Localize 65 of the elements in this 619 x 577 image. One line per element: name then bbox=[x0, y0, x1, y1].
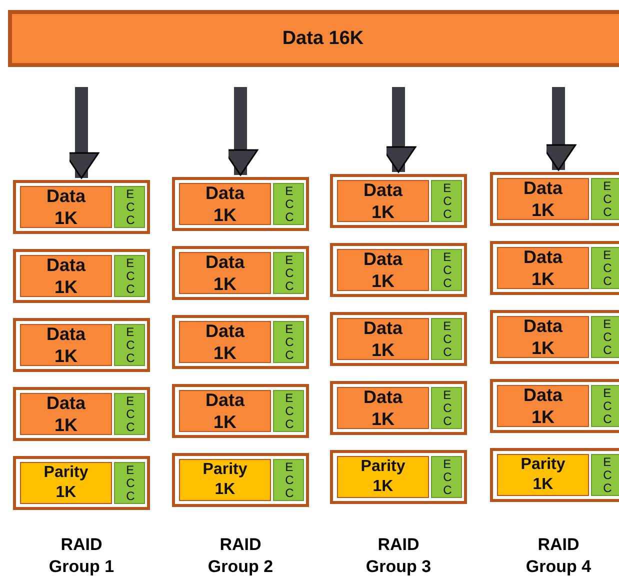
data-block: Data 1K bbox=[20, 255, 112, 297]
data-block: Data 1K bbox=[337, 249, 429, 291]
ecc-block: E C C bbox=[273, 252, 304, 294]
storage-block bbox=[490, 448, 619, 502]
ecc-block: E C C bbox=[114, 393, 145, 435]
data-block: Data 1K bbox=[179, 321, 271, 363]
ecc-block: E C C bbox=[273, 390, 304, 432]
storage-block bbox=[490, 172, 619, 226]
ecc-block: E C C bbox=[431, 318, 462, 360]
ecc-block: E C C bbox=[114, 462, 145, 504]
ecc-block: E C C bbox=[114, 324, 145, 366]
ecc-block: E C C bbox=[273, 459, 304, 501]
storage-block bbox=[330, 381, 467, 435]
data-block: Data 1K bbox=[497, 178, 589, 220]
ecc-block: E C C bbox=[114, 186, 145, 228]
storage-block bbox=[330, 450, 467, 504]
storage-block bbox=[490, 379, 619, 433]
ecc-block: E C C bbox=[431, 249, 462, 291]
ecc-block: E C C bbox=[431, 387, 462, 429]
storage-block bbox=[172, 453, 309, 507]
storage-block bbox=[172, 315, 309, 369]
data-block: Data 1K bbox=[497, 247, 589, 289]
storage-block bbox=[490, 310, 619, 364]
storage-block bbox=[13, 249, 150, 303]
data-block: Data 1K bbox=[337, 387, 429, 429]
data-block: Data 1K bbox=[179, 252, 271, 294]
storage-block bbox=[13, 318, 150, 372]
data-block: Data 1K bbox=[179, 183, 271, 225]
storage-block bbox=[490, 241, 619, 295]
ecc-block: E C C bbox=[273, 321, 304, 363]
data-block: Data 1K bbox=[337, 180, 429, 222]
data-bar: Data 16K bbox=[8, 10, 619, 67]
data-block: Data 1K bbox=[20, 393, 112, 435]
storage-block bbox=[330, 312, 467, 366]
data-block: Data 1K bbox=[497, 385, 589, 427]
ecc-block: E C C bbox=[591, 247, 619, 289]
storage-block bbox=[13, 387, 150, 441]
ecc-block: E C C bbox=[591, 385, 619, 427]
data-block: Data 1K bbox=[497, 316, 589, 358]
ecc-block: E C C bbox=[591, 316, 619, 358]
group-label: RAID Group 2 bbox=[206, 534, 274, 577]
parity-block: Parity 1K bbox=[179, 459, 271, 501]
storage-block bbox=[172, 384, 309, 438]
ecc-block: E C C bbox=[431, 456, 462, 498]
data-block: Data 1K bbox=[20, 186, 112, 228]
ecc-block: E C C bbox=[591, 454, 619, 496]
ecc-block: E C C bbox=[431, 180, 462, 222]
group-label: RAID Group 1 bbox=[48, 534, 116, 577]
group-label: RAID Group 3 bbox=[364, 534, 432, 577]
data-block: Data 1K bbox=[337, 318, 429, 360]
data-block: Data 1K bbox=[20, 324, 112, 366]
ecc-block: E C C bbox=[273, 183, 304, 225]
data-block: Data 1K bbox=[179, 390, 271, 432]
storage-block bbox=[13, 456, 150, 510]
storage-block bbox=[330, 174, 467, 228]
storage-block bbox=[172, 177, 309, 231]
storage-block bbox=[330, 243, 467, 297]
storage-block bbox=[13, 180, 150, 234]
ecc-block: E C C bbox=[591, 178, 619, 220]
parity-block: Parity 1K bbox=[497, 454, 589, 496]
ecc-block: E C C bbox=[114, 255, 145, 297]
group-label: RAID Group 4 bbox=[524, 534, 592, 577]
parity-block: Parity 1K bbox=[337, 456, 429, 498]
storage-block bbox=[172, 246, 309, 300]
parity-block: Parity 1K bbox=[20, 462, 112, 504]
